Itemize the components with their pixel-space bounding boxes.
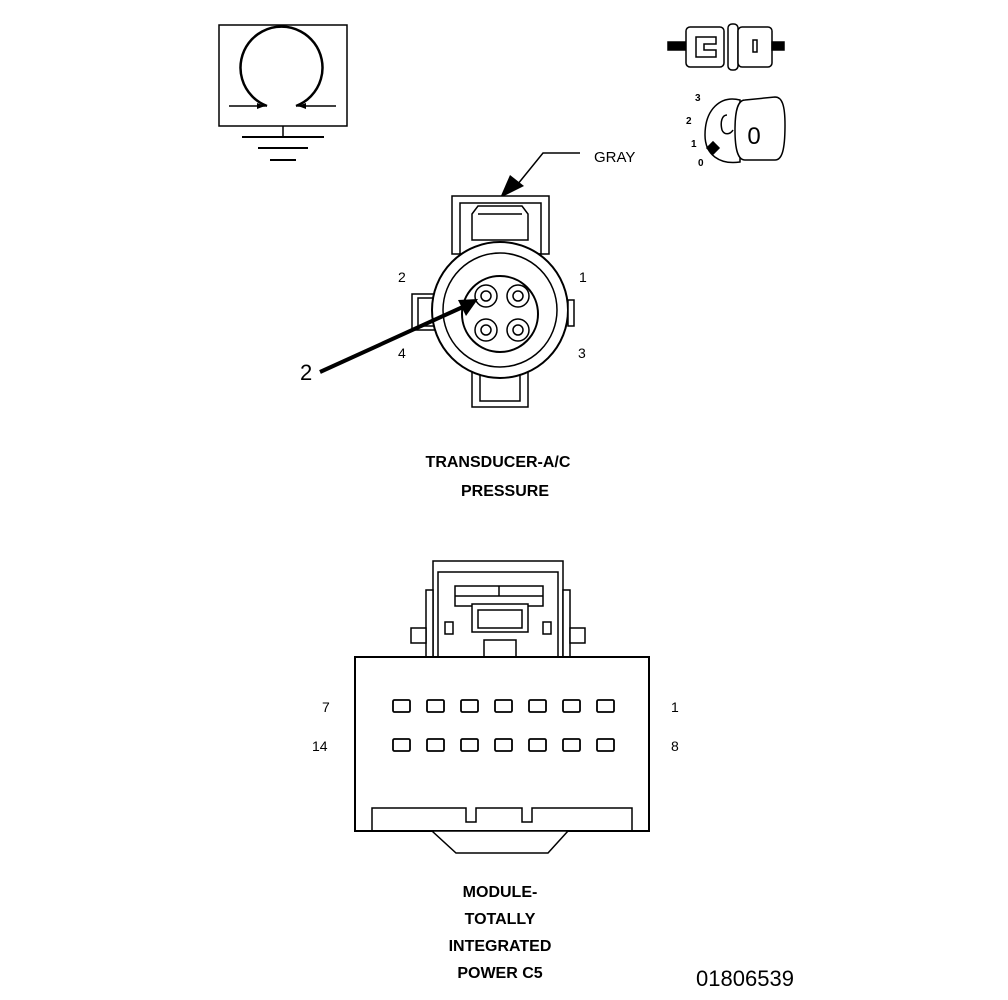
module-pin-cavity-4 bbox=[494, 699, 513, 713]
ignition-key-notch bbox=[720, 114, 734, 135]
module-row-label-top-left: 7 bbox=[322, 699, 330, 715]
transducer-pin-cavity-2 bbox=[474, 284, 498, 308]
gray-callout-line bbox=[512, 152, 580, 191]
transducer-pin-face bbox=[461, 275, 539, 353]
ignition-pointer bbox=[705, 140, 721, 156]
ignition-position-1: 1 bbox=[691, 139, 697, 150]
figure-id: 01806539 bbox=[696, 966, 794, 991]
module-pin-cavity-2 bbox=[562, 699, 581, 713]
transducer-right-notch bbox=[567, 299, 575, 327]
transducer-title-line-1: TRANSDUCER-A/C bbox=[426, 454, 571, 471]
gray-callout-arrow bbox=[500, 175, 524, 198]
transducer-title-line-2: PRESSURE bbox=[461, 483, 549, 500]
ground-icon bbox=[218, 24, 348, 161]
ignition-key-label: 0 bbox=[747, 123, 760, 150]
transducer-pin-label-1: 1 bbox=[579, 269, 587, 285]
module-pin-cavity-11 bbox=[494, 738, 513, 752]
ignition-position-3: 3 bbox=[695, 93, 701, 104]
module-left-ear bbox=[410, 627, 427, 644]
ignition-switch-icon: 0 3 2 1 0 bbox=[686, 93, 786, 169]
plug-left-tab bbox=[695, 36, 717, 58]
module-latch-inner bbox=[437, 571, 559, 657]
module-connector bbox=[354, 560, 650, 854]
transducer-connector bbox=[319, 152, 580, 408]
module-left-rail bbox=[425, 589, 434, 658]
module-pin-row-top bbox=[392, 699, 615, 713]
module-pin-cavity-12 bbox=[460, 738, 479, 752]
transducer-pin-cavity-3 bbox=[506, 318, 530, 342]
module-left-clip bbox=[444, 621, 454, 635]
module-row-label-bottom-right: 8 bbox=[671, 738, 679, 754]
plug-right-slot bbox=[752, 39, 758, 53]
ignition-position-0: 0 bbox=[698, 158, 704, 169]
transducer-latch bbox=[471, 205, 529, 241]
module-right-ear bbox=[569, 627, 586, 644]
module-row-label-top-right: 1 bbox=[671, 699, 679, 715]
ground-icon-right-arrow bbox=[298, 103, 306, 109]
transducer-pin-label-4: 4 bbox=[398, 345, 406, 361]
module-title-line-1: MODULE- bbox=[463, 884, 538, 901]
module-pin-row-bottom bbox=[392, 738, 615, 752]
ignition-key bbox=[734, 96, 786, 161]
module-right-rail bbox=[562, 589, 571, 658]
plug-left-wire bbox=[667, 41, 687, 51]
module-title-line-4: POWER C5 bbox=[457, 965, 542, 982]
transducer-pin-label-2: 2 bbox=[398, 269, 406, 285]
transducer-pin-cavity-1 bbox=[506, 284, 530, 308]
module-pin-cavity-5 bbox=[460, 699, 479, 713]
module-row-label-bottom-left: 14 bbox=[312, 738, 328, 754]
plug-right-wire bbox=[771, 41, 785, 51]
module-pin-cavity-7 bbox=[392, 699, 411, 713]
pin-callout-arrow bbox=[458, 299, 478, 316]
wire-color-label: GRAY bbox=[594, 149, 635, 166]
module-title-line-2: TOTALLY bbox=[465, 911, 536, 928]
ground-icon-arc bbox=[239, 25, 324, 108]
module-bottom-key bbox=[371, 807, 633, 831]
pin-callout-line bbox=[319, 304, 466, 374]
connector-plug-icon bbox=[667, 23, 785, 71]
module-pin-cavity-10 bbox=[528, 738, 547, 752]
module-pin-cavity-14 bbox=[392, 738, 411, 752]
module-latch-catch bbox=[483, 639, 517, 658]
pin-callout-number: 2 bbox=[300, 360, 312, 385]
module-title-line-3: INTEGRATED bbox=[449, 938, 552, 955]
ground-icon-left-arrow bbox=[257, 103, 265, 109]
ground-icon-frame bbox=[218, 24, 348, 127]
plug-collar bbox=[727, 23, 739, 71]
module-pin-cavity-9 bbox=[562, 738, 581, 752]
transducer-pin-cavity-4 bbox=[474, 318, 498, 342]
module-pin-cavity-1 bbox=[596, 699, 615, 713]
module-latch-arm-inner bbox=[477, 609, 523, 629]
module-bottom-lip bbox=[430, 830, 570, 854]
module-pin-cavity-3 bbox=[528, 699, 547, 713]
transducer-mid-ring bbox=[442, 252, 558, 368]
ignition-position-2: 2 bbox=[686, 116, 692, 127]
transducer-pin-label-3: 3 bbox=[578, 345, 586, 361]
module-right-clip bbox=[542, 621, 552, 635]
module-pin-cavity-8 bbox=[596, 738, 615, 752]
plug-left-body bbox=[685, 26, 725, 68]
module-pin-cavity-6 bbox=[426, 699, 445, 713]
module-pin-cavity-13 bbox=[426, 738, 445, 752]
